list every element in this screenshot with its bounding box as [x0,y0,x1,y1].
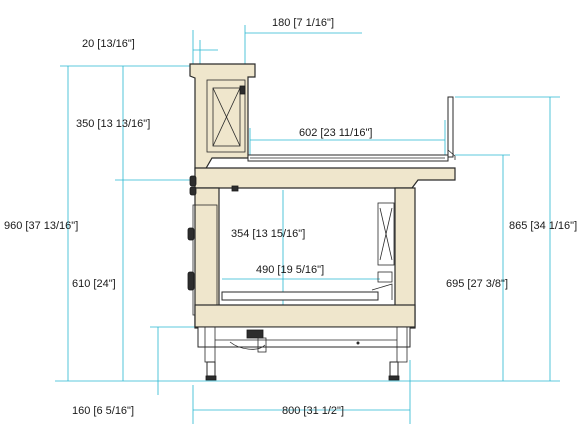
label-base-height: 610 [24"] [72,278,116,290]
label-total-height: 960 [37 13/16"] [4,220,78,232]
label-overhang: 20 [13/16"] [82,38,135,50]
label-interior-height: 354 [13 15/16"] [231,228,305,240]
undercarriage [197,326,411,381]
label-top-depth: 180 [7 1/16"] [272,17,334,29]
label-work-height: 695 [27 3/8"] [446,278,508,290]
dimension-lines [55,25,560,424]
label-counter-height: 865 [34 1/16"] [509,220,577,232]
label-shelf-width: 602 [23 11/16"] [299,127,372,139]
label-total-depth: 800 [31 1/2"] [282,405,344,417]
label-leg-height: 160 [6 5/16"] [72,405,134,417]
label-interior-width: 490 [19 5/16"] [256,264,324,276]
dimension-labels: 20 [13/16"] 180 [7 1/16"] 350 [13 13/16"… [4,17,577,417]
cabinet [187,63,456,329]
label-top-section-height: 350 [13 13/16"] [76,118,150,130]
